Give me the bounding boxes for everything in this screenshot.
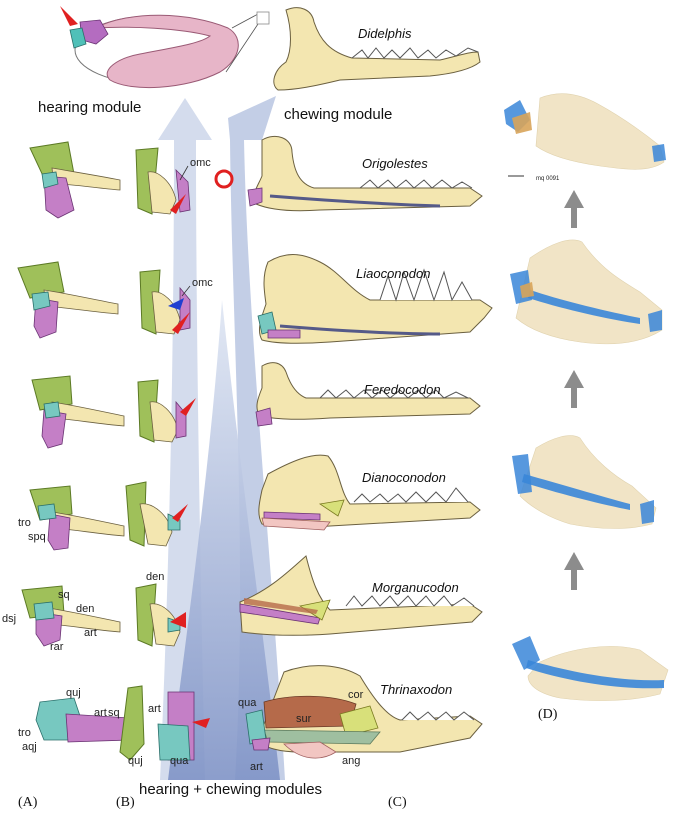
label-den-1: den <box>76 603 94 615</box>
panel-label-d: (D) <box>538 707 558 722</box>
taxon-dianoconodon: Dianoconodon <box>362 470 446 485</box>
didelphis-jaw <box>256 7 481 91</box>
chewing-module-label: chewing module <box>284 106 392 123</box>
label-ang: ang <box>342 755 360 767</box>
taxon-liaoconodon: Liaoconodon <box>356 266 430 281</box>
label-den-2: den <box>146 571 164 583</box>
label-cor: cor <box>348 689 364 701</box>
row-thrinaxodon: quj art tro aqj sq art quj qua qua sur c… <box>18 665 483 773</box>
label-tro-2: tro <box>18 727 31 739</box>
label-art-2: art <box>94 707 107 719</box>
label-aqj: aqj <box>22 741 37 753</box>
ct-reconstructions: mq 0091 <box>504 93 669 701</box>
taxon-didelphis: Didelphis <box>358 26 412 41</box>
taxon-origolestes: Origolestes <box>362 156 428 171</box>
label-omc-1: omc <box>190 157 211 169</box>
taxon-morganucodon: Morganucodon <box>372 580 459 595</box>
row-dianoconodon: tro spq <box>18 454 481 551</box>
label-quj-2: quj <box>128 755 143 767</box>
label-omc-2: omc <box>192 277 213 289</box>
highlight-ring <box>214 169 234 189</box>
label-tro-1: tro <box>18 517 31 529</box>
taxon-feredocodon: Feredocodon <box>364 382 441 397</box>
row-morganucodon: sq den dsj art rar den <box>2 555 483 653</box>
label-quj-1: quj <box>66 687 81 699</box>
label-qua-2: qua <box>238 697 257 709</box>
didelphis-middle-ear-illustration <box>60 6 259 88</box>
label-art-4: art <box>250 761 263 773</box>
hearing-module-label: hearing module <box>38 99 141 116</box>
label-art-1: art <box>84 627 97 639</box>
label-art-3: art <box>148 703 161 715</box>
taxon-thrinaxodon: Thrinaxodon <box>380 682 452 697</box>
ct-scale-note: mq 0091 <box>536 176 560 182</box>
label-rar: rar <box>50 641 64 653</box>
label-sur: sur <box>296 713 312 725</box>
row-origolestes: omc <box>29 136 483 219</box>
label-spq: spq <box>28 531 46 543</box>
panel-label-a: (A) <box>18 795 38 810</box>
label-sq-2: sq <box>108 707 120 719</box>
label-qua-1: qua <box>170 755 189 767</box>
panel-label-c: (C) <box>388 795 407 810</box>
label-sq-1: sq <box>58 589 70 601</box>
panel-label-b: (B) <box>116 795 135 810</box>
row-feredocodon <box>31 362 481 449</box>
row-liaoconodon: omc <box>17 254 493 344</box>
combined-module-label: hearing + chewing modules <box>139 781 322 798</box>
label-dsj: dsj <box>2 613 16 625</box>
